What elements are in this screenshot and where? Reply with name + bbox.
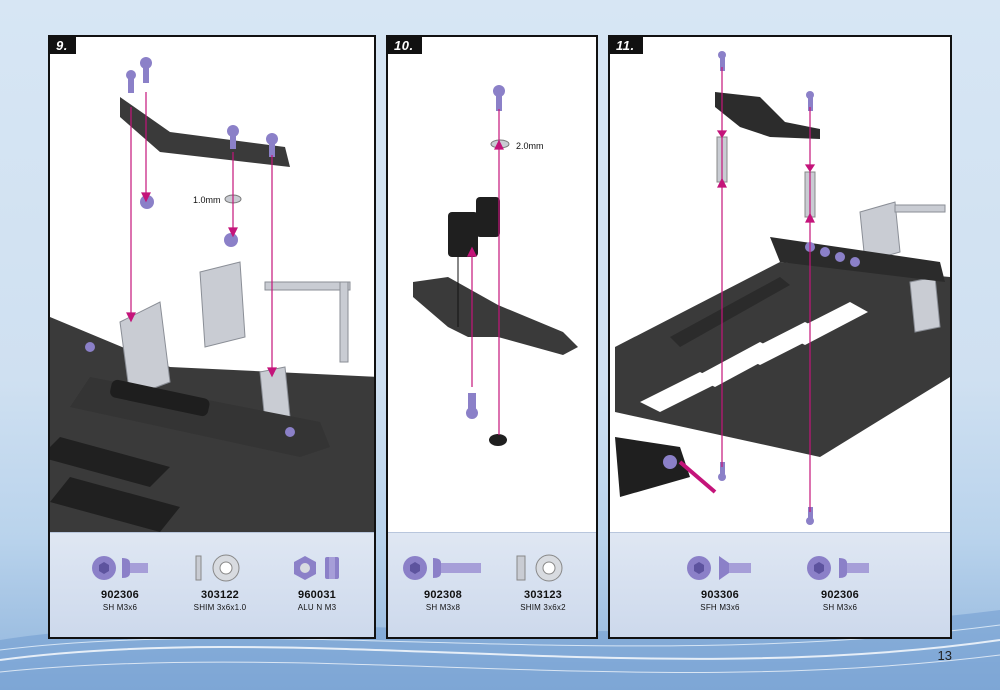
step-10-assembly-drawing bbox=[413, 85, 578, 446]
guide-arrows bbox=[716, 67, 816, 512]
parts-bar: 902306 SH M3x6 303122 SHIM 3x6x1.0 96003… bbox=[50, 532, 374, 637]
shim-washer-icon bbox=[195, 554, 240, 582]
step-9-assembly-drawing bbox=[50, 57, 374, 537]
step-number: 9. bbox=[50, 37, 76, 54]
hardware-screws bbox=[718, 51, 860, 525]
post-block bbox=[448, 197, 500, 257]
page-number: 13 bbox=[937, 648, 952, 663]
part-code: 902306 bbox=[101, 589, 139, 601]
screw-block bbox=[110, 379, 210, 417]
part-code: 903306 bbox=[701, 589, 739, 601]
part-description: SFH M3x6 bbox=[700, 603, 740, 612]
part-description: SHIM 3x6x1.0 bbox=[193, 603, 247, 612]
part-code: 303123 bbox=[524, 589, 562, 601]
chassis-slots bbox=[50, 437, 180, 532]
hardware-screws bbox=[466, 85, 505, 419]
dimension-label: 1.0mm bbox=[193, 195, 221, 205]
steering-pin bbox=[678, 460, 717, 494]
step-number: 10. bbox=[388, 37, 422, 54]
aluminium-posts bbox=[716, 136, 816, 218]
chassis-slots bbox=[640, 302, 868, 412]
shim-washer-icon bbox=[516, 554, 563, 582]
aluminium-nut-icon bbox=[294, 556, 339, 580]
parts-bar: 902308 SH M3x8 303123 SHIM 3x6x2 bbox=[388, 532, 596, 637]
parts-bar: 903306 SFH M3x6 902306 SH M3x6 bbox=[610, 532, 950, 637]
carbon-link-plate bbox=[413, 277, 578, 355]
part-code: 902308 bbox=[424, 589, 462, 601]
part-item: 902306 SH M3x6 bbox=[75, 553, 165, 612]
step-11-assembly-drawing bbox=[615, 51, 950, 525]
guide-arrows bbox=[126, 92, 277, 378]
button-head-screw-icon bbox=[92, 556, 148, 580]
step-11-panel: 11. bbox=[608, 35, 952, 639]
part-description: SH M3x8 bbox=[425, 603, 461, 612]
aluminium-pod-frame bbox=[119, 261, 351, 423]
button-head-screw-icon bbox=[807, 556, 869, 580]
part-item: 902308 SH M3x8 bbox=[398, 553, 488, 612]
part-item: 960031 ALU N M3 bbox=[272, 553, 362, 612]
part-description: SH M3x6 bbox=[102, 603, 138, 612]
step-9-panel: 9. bbox=[48, 35, 376, 639]
part-item: 902306 SH M3x6 bbox=[795, 553, 885, 612]
part-description: SH M3x6 bbox=[822, 603, 858, 612]
step-10-panel: 10. 2.0mm 902308 SH M3x8 bbox=[386, 35, 598, 639]
aluminium-pod-frame bbox=[859, 201, 946, 333]
side-link bbox=[670, 277, 790, 347]
part-item: 303122 SHIM 3x6x1.0 bbox=[175, 553, 265, 612]
part-code: 960031 bbox=[298, 589, 336, 601]
flat-head-screw-icon bbox=[687, 556, 751, 580]
part-description: SHIM 3x6x2 bbox=[520, 603, 566, 612]
chassis-plate bbox=[615, 262, 950, 457]
hardware-screws bbox=[85, 57, 295, 437]
step-number: 11. bbox=[610, 37, 643, 54]
part-item: 303123 SHIM 3x6x2 bbox=[498, 553, 588, 612]
part-item: 903306 SFH M3x6 bbox=[675, 553, 765, 612]
top-link-plate bbox=[715, 92, 820, 139]
dimension-label: 2.0mm bbox=[516, 141, 544, 151]
guide-arrows bbox=[467, 109, 504, 435]
front-steering-block bbox=[615, 437, 690, 497]
part-description: ALU N M3 bbox=[297, 603, 337, 612]
top-link-plate bbox=[120, 97, 290, 167]
part-code: 303122 bbox=[201, 589, 239, 601]
button-head-screw-icon bbox=[403, 556, 481, 580]
nylon-nut bbox=[489, 434, 507, 446]
part-code: 902306 bbox=[821, 589, 859, 601]
